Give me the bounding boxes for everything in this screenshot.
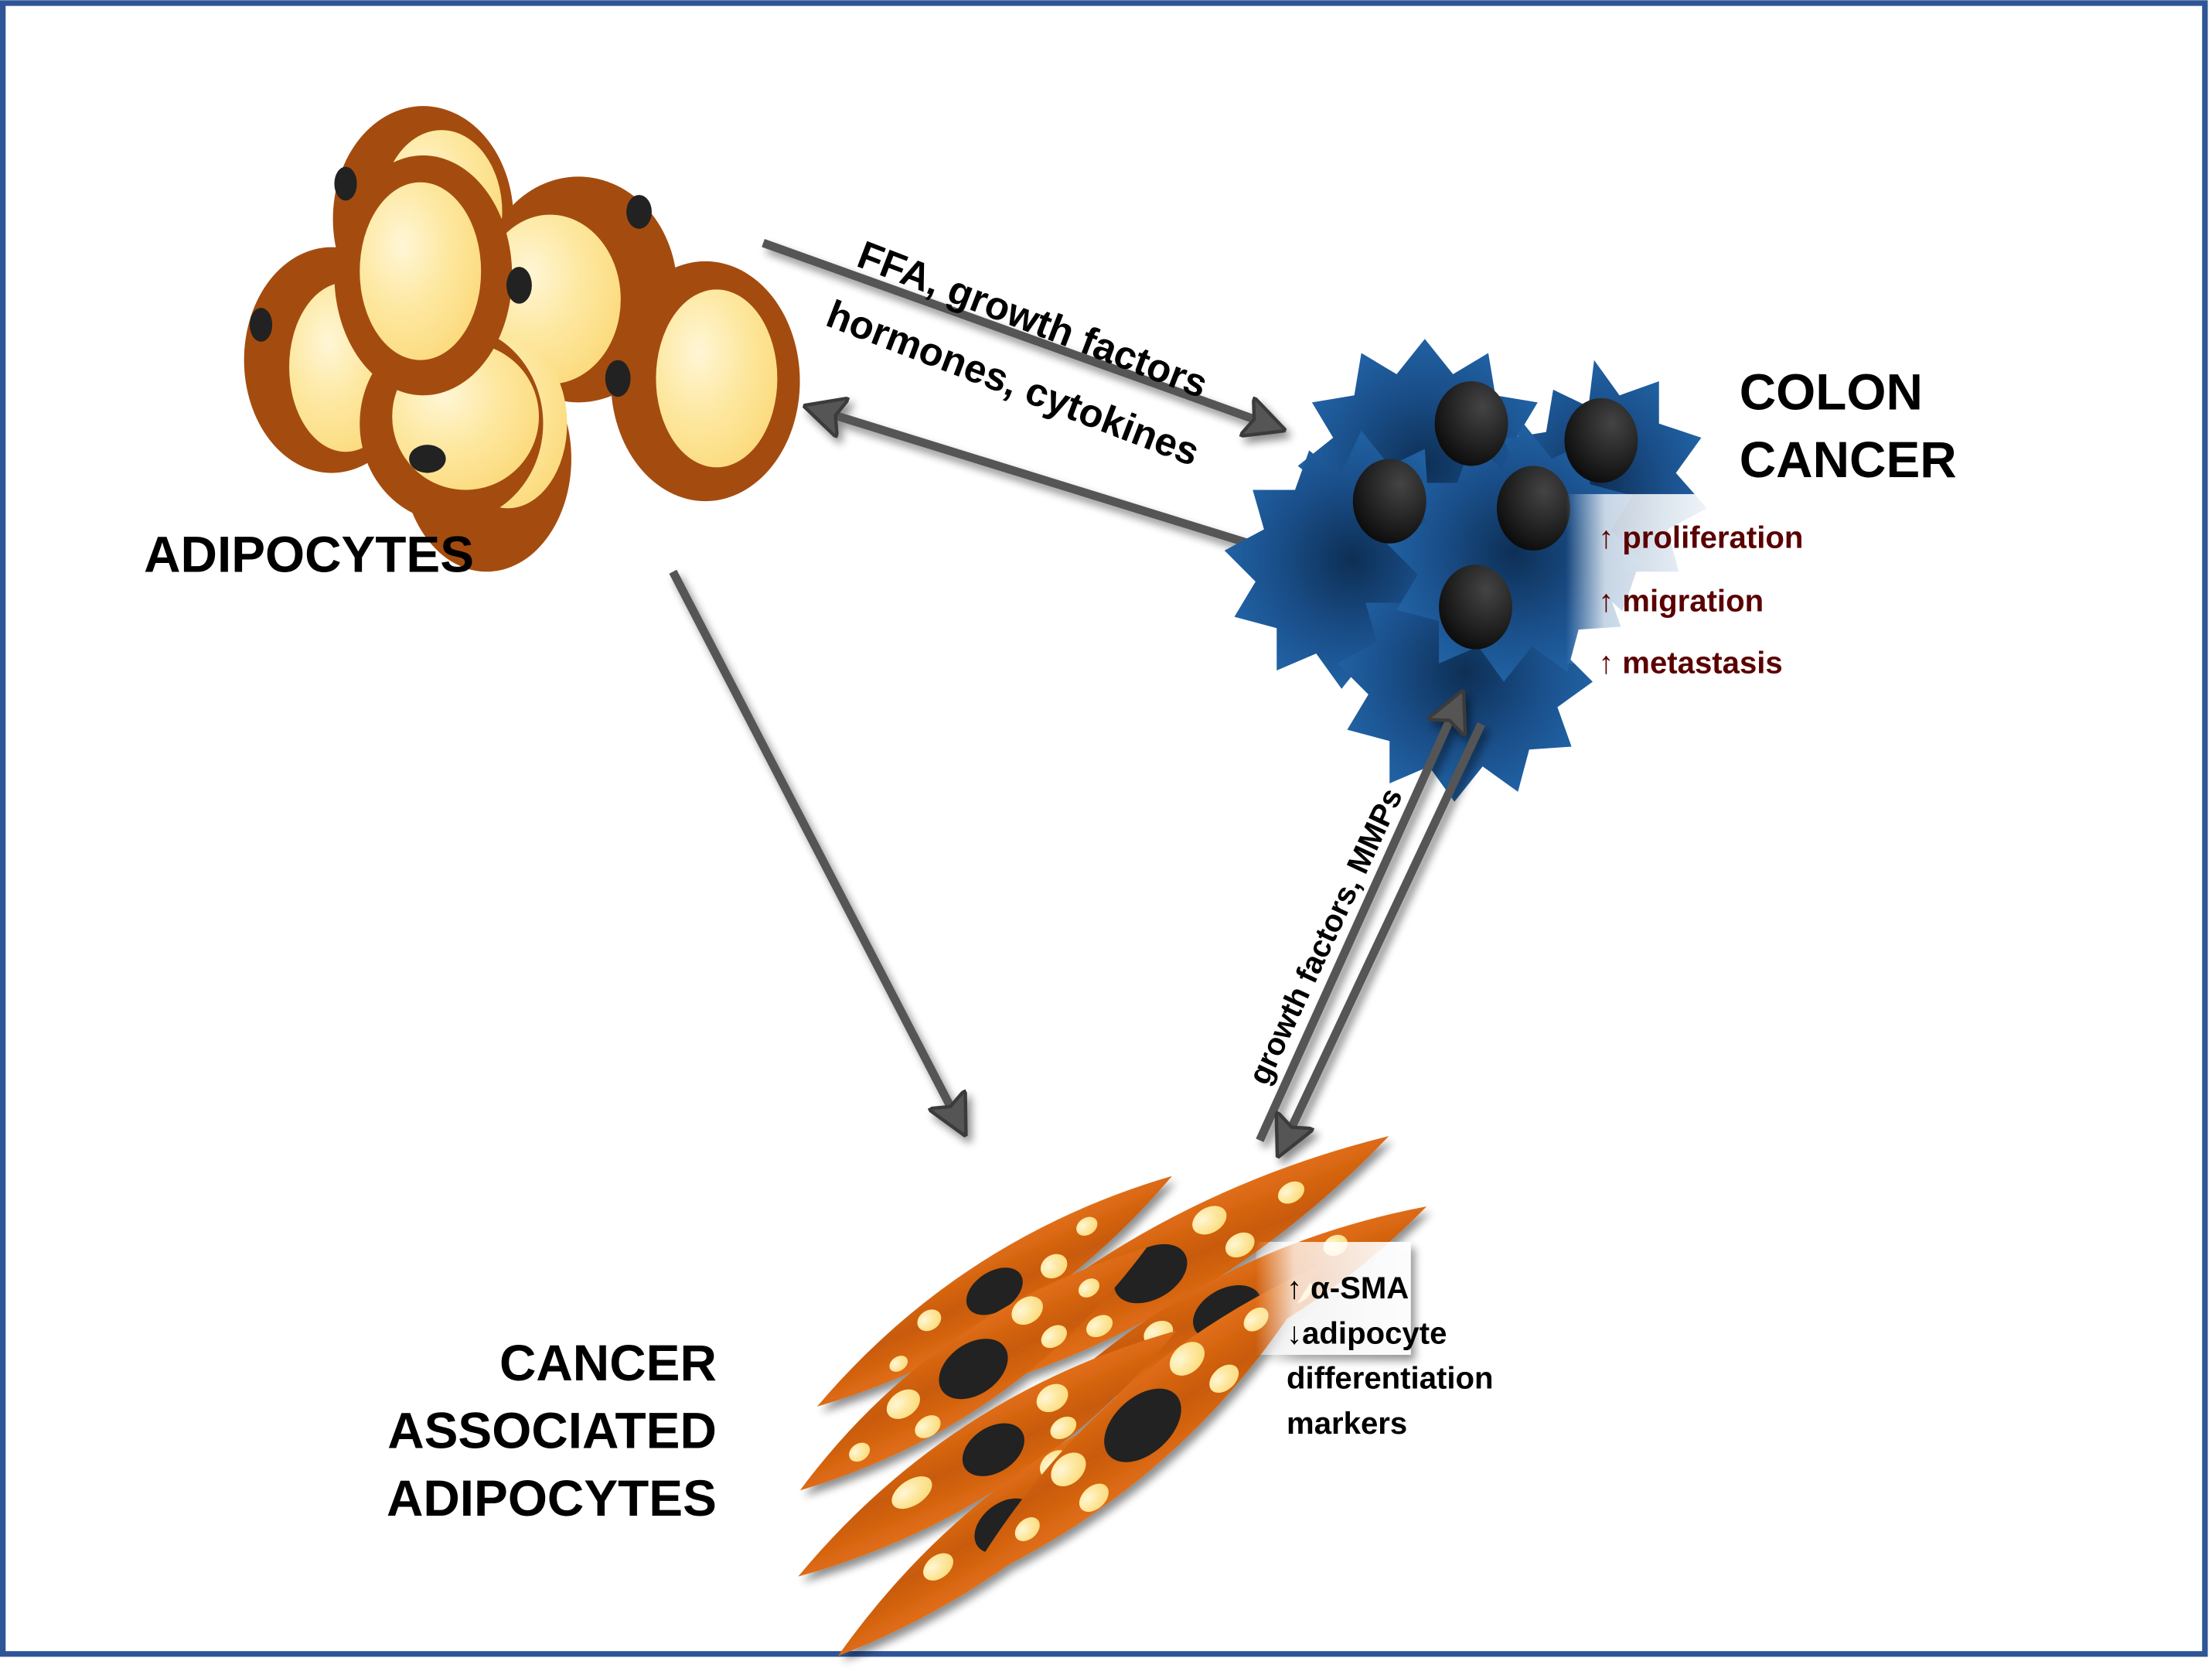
nucleus-icon bbox=[1352, 459, 1426, 544]
effect-markers: markers bbox=[1287, 1406, 1407, 1441]
effect-fade-overlay bbox=[1566, 493, 1722, 664]
arrow-cancer-to-adipocytes bbox=[811, 408, 1301, 564]
caa-fade-overlay bbox=[1255, 1241, 1411, 1355]
effect-alpha-sma: ↑α-SMA bbox=[1287, 1271, 1409, 1305]
arrows-caa-cancer bbox=[1256, 698, 1485, 1151]
up-arrow-icon: ↑ bbox=[1287, 1271, 1302, 1305]
arrow-caa-to-cancer bbox=[1256, 698, 1460, 1142]
nucleus-icon bbox=[1439, 565, 1512, 650]
colon-cancer-effects: ↑proliferation ↑migration ↑metastasis bbox=[1598, 520, 1803, 680]
caa-label-line1: CANCER bbox=[499, 1335, 717, 1391]
caa-cell bbox=[799, 1247, 1147, 1491]
nucleus-icon bbox=[1434, 380, 1508, 466]
effect-migration: ↑migration bbox=[1598, 583, 1764, 618]
nucleus-icon bbox=[1496, 466, 1570, 551]
colon-cancer-label-line2: CANCER bbox=[1740, 432, 1957, 488]
arrow-adipocytes-to-cancer bbox=[762, 239, 1278, 428]
adipocytes-cluster-icon bbox=[244, 106, 800, 572]
caa-effects: ↑α-SMA ↓adipocyte differentiation marker… bbox=[1287, 1271, 1494, 1441]
arrows-adipocytes-cancer bbox=[762, 239, 1301, 564]
effect-adipocyte: ↓adipocyte bbox=[1287, 1315, 1447, 1350]
effect-differentiation: differentiation bbox=[1287, 1361, 1494, 1396]
caa-label-line2: ASSOCIATED bbox=[387, 1402, 717, 1458]
up-arrow-icon: ↑ bbox=[1598, 646, 1614, 681]
caa-cell bbox=[816, 1175, 1172, 1407]
up-arrow-icon: ↑ bbox=[1598, 583, 1614, 618]
adipocytes-label: ADIPOCYTES bbox=[144, 526, 474, 582]
adipocyte-cell bbox=[334, 155, 532, 396]
caa-cell bbox=[964, 1264, 1321, 1586]
effect-metastasis: ↑metastasis bbox=[1598, 646, 1782, 681]
down-arrow-icon: ↓ bbox=[1287, 1315, 1302, 1350]
arrow-cancer-to-caa bbox=[1281, 722, 1485, 1150]
colon-cancer-cluster-icon bbox=[1224, 339, 1722, 802]
adipocyte-cell bbox=[605, 261, 800, 502]
caa-cluster-icon bbox=[798, 1136, 1427, 1656]
caa-label-line3: ADIPOCYTES bbox=[387, 1470, 717, 1527]
effect-proliferation: ↑proliferation bbox=[1598, 520, 1803, 554]
up-arrow-icon: ↑ bbox=[1598, 520, 1614, 554]
caa-cell bbox=[798, 1330, 1178, 1577]
nucleus-icon bbox=[1564, 397, 1638, 483]
colon-cancer-label-line1: COLON bbox=[1740, 363, 1923, 420]
arrow-adipocytes-to-caa bbox=[669, 569, 962, 1129]
